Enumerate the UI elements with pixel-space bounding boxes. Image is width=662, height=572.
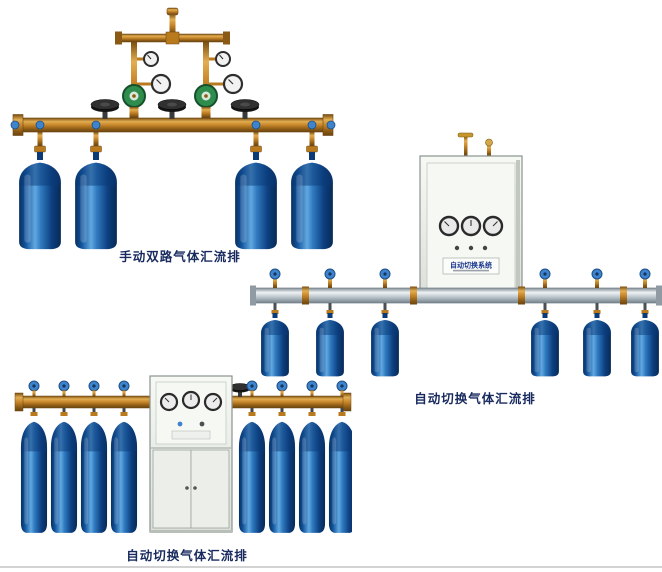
gas-cylinder <box>235 152 277 250</box>
cylinder-station <box>20 380 48 533</box>
nameplate-subtitle-bar <box>453 269 489 272</box>
cabinet-inlet-fittings <box>457 132 493 156</box>
pressure-gauge <box>460 215 482 237</box>
cylinder-station <box>298 380 326 533</box>
cylinder-connection <box>90 120 102 153</box>
figure-caption: 自动切换气体汇流排 <box>126 549 248 563</box>
handwheel-valve <box>230 99 260 119</box>
gas-cylinder <box>19 152 61 250</box>
indicator-dot <box>177 421 183 427</box>
control-cabinet: 自动切换系统 <box>419 155 523 299</box>
manual-dual-manifold-illustration <box>10 7 336 250</box>
cylinder-station <box>238 380 266 533</box>
gas-cylinder <box>110 421 138 533</box>
gas-cylinder <box>583 320 611 377</box>
figure-caption: 手动双路气体汇流排 <box>119 250 241 264</box>
pressure-gauge <box>203 392 223 412</box>
cylinder-station <box>261 268 289 377</box>
manifold-rail <box>250 285 662 306</box>
cylinder-station <box>328 380 352 533</box>
gas-cylinder <box>298 421 326 533</box>
gas-cylinder <box>268 421 296 533</box>
indicator-dot <box>468 245 474 251</box>
gas-cylinder <box>50 421 78 533</box>
regulator-station <box>194 42 244 120</box>
pressure-gauge <box>159 392 179 412</box>
cabinet-door-right <box>190 449 230 529</box>
pressure-gauge <box>143 51 159 67</box>
gas-cylinder <box>328 421 352 533</box>
cylinder-station <box>531 268 559 377</box>
auto-switch-manifold-illustration: 自动切换系统 <box>250 132 662 377</box>
auto-switch-manifold-illustration-2 <box>14 375 352 533</box>
inlet-pipe <box>115 7 230 45</box>
gas-cylinder <box>75 152 117 250</box>
cylinder-station <box>583 268 611 377</box>
cylinder-station <box>631 268 659 377</box>
gas-cylinder <box>80 421 108 533</box>
gas-regulator <box>194 84 218 108</box>
indicator-dot <box>482 245 488 251</box>
gas-cylinder <box>291 152 333 250</box>
pressure-gauge <box>150 73 172 95</box>
cylinder-station <box>110 380 138 533</box>
page-bottom-divider <box>0 566 662 568</box>
control-cabinet <box>149 375 233 533</box>
pressure-gauge <box>222 73 244 95</box>
cylinder-station <box>371 268 399 377</box>
manifold-pipe <box>14 392 352 412</box>
cylinder-station <box>316 268 344 377</box>
gas-cylinder <box>238 421 266 533</box>
indicator-dot <box>199 421 205 427</box>
figure-caption: 自动切换气体汇流排 <box>414 392 536 406</box>
handwheel-valve <box>90 99 120 119</box>
gas-cylinder <box>631 320 659 377</box>
cylinder-station <box>50 380 78 533</box>
cylinder-connection <box>34 120 46 153</box>
cylinder-connection <box>306 120 318 153</box>
indicator-dot <box>454 245 460 251</box>
pressure-gauge <box>482 215 504 237</box>
pressure-gauge <box>215 51 231 67</box>
cabinet-door-left <box>152 449 192 529</box>
door-handle <box>193 486 197 490</box>
pressure-gauge <box>181 390 201 410</box>
handwheel-valve <box>157 99 187 119</box>
cylinder-station <box>80 380 108 533</box>
regulator-station <box>122 42 172 120</box>
door-handle <box>185 486 189 490</box>
cabinet-nameplate: 自动切换系统 <box>450 261 492 270</box>
gas-regulator <box>122 84 146 108</box>
gas-cylinder <box>531 320 559 377</box>
gas-cylinder <box>20 421 48 533</box>
cylinder-station <box>268 380 296 533</box>
gas-cylinder <box>371 320 399 377</box>
pressure-gauge <box>438 215 460 237</box>
cabinet-label-plate <box>171 430 211 440</box>
